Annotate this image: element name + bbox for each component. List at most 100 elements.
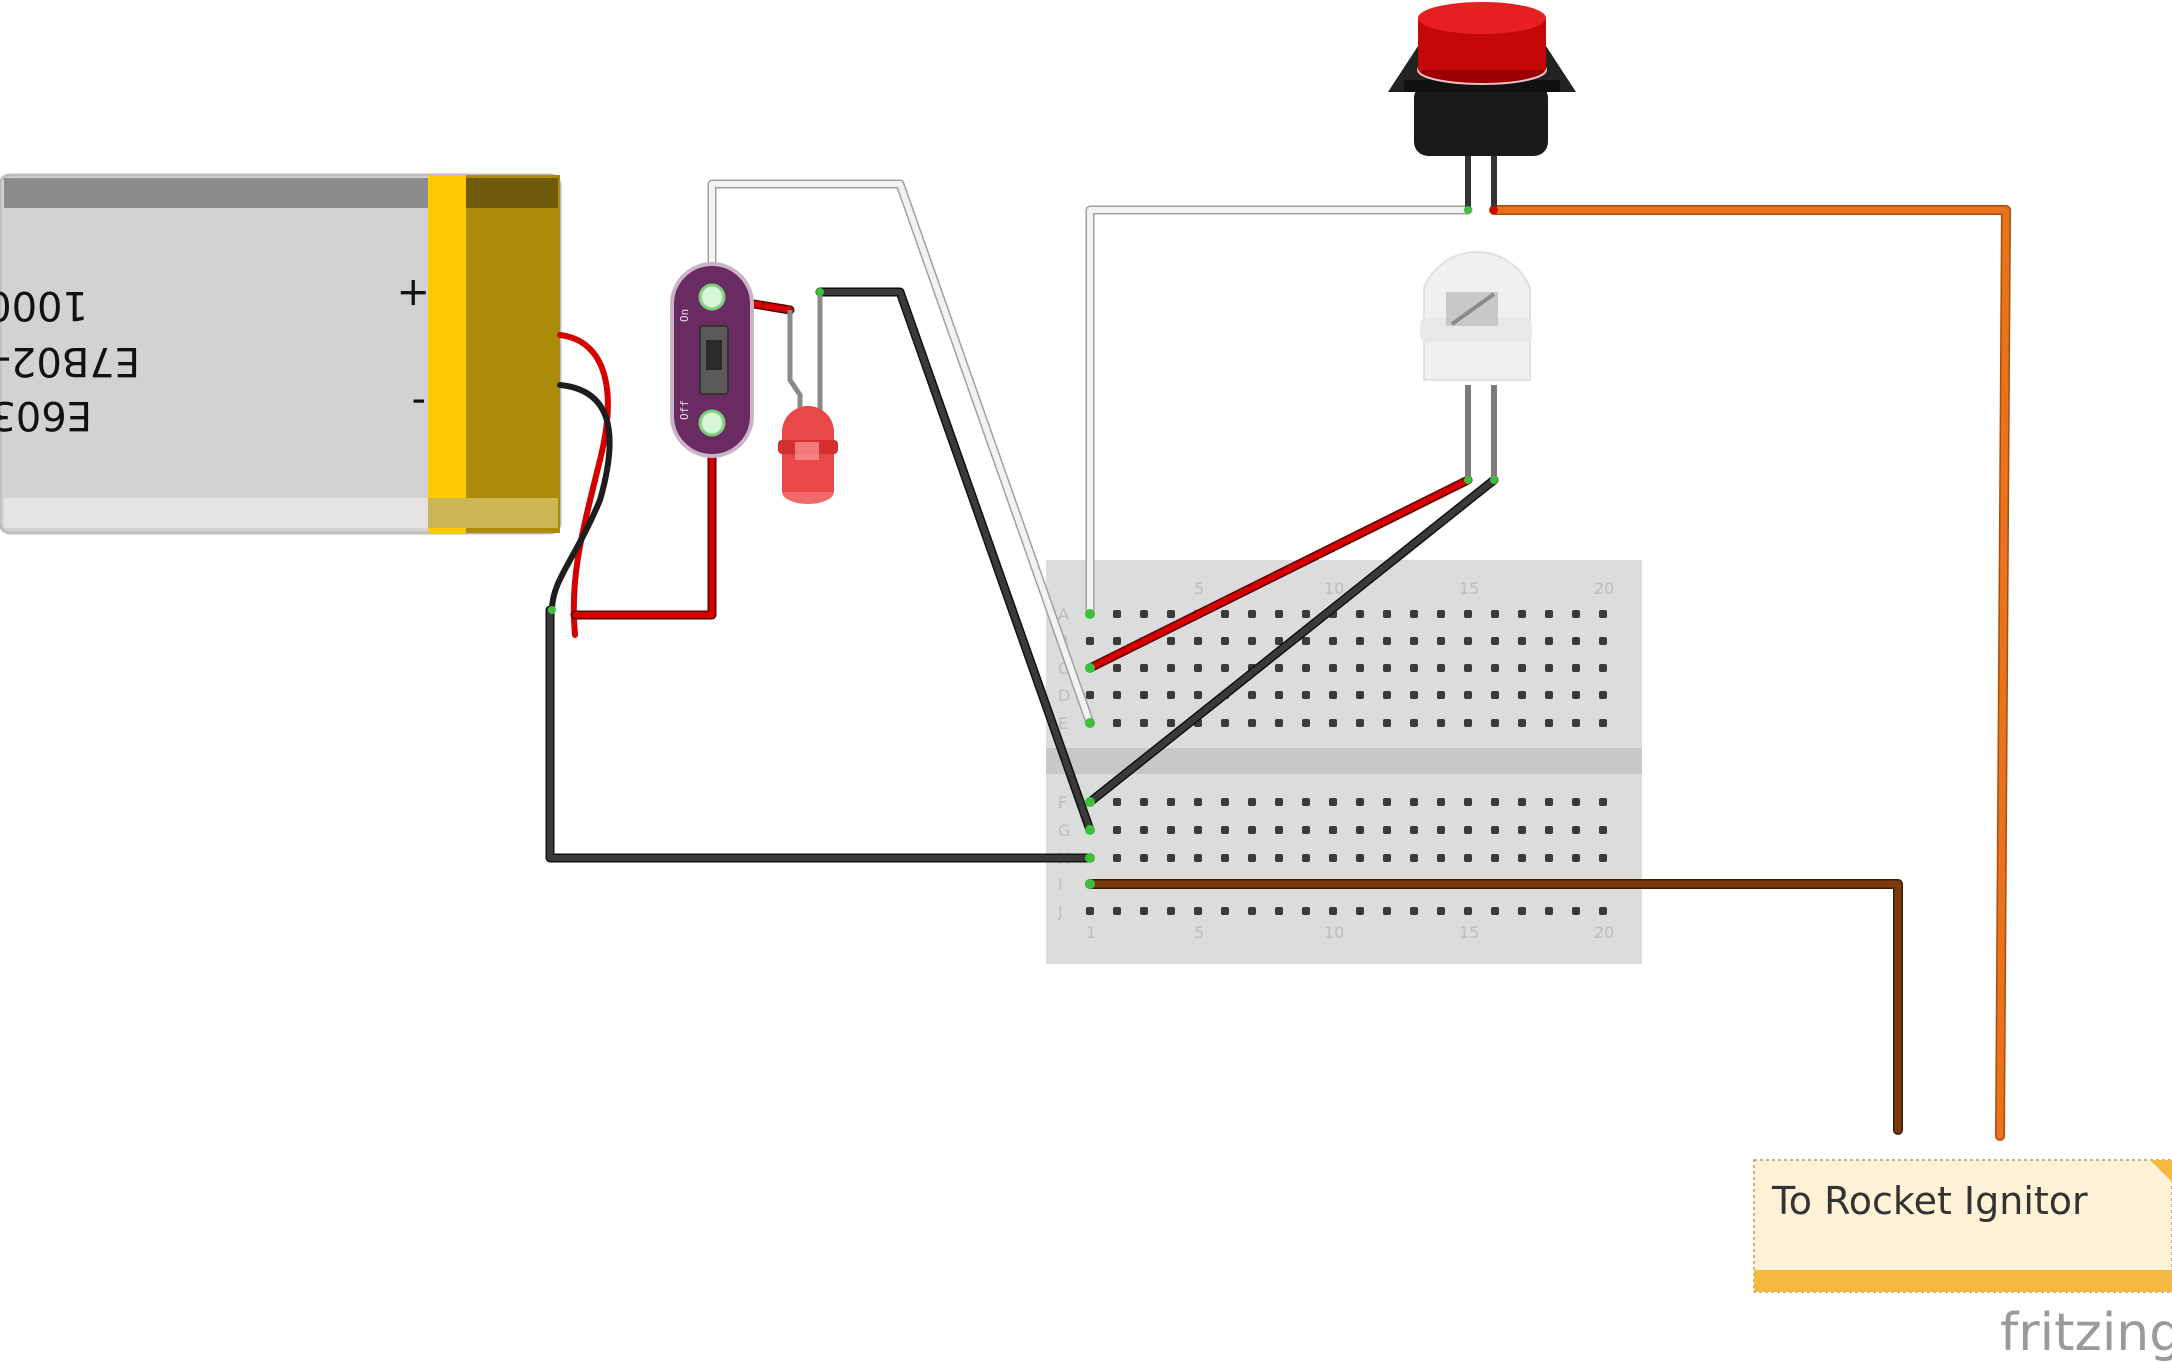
- breadboard-hole: [1329, 637, 1337, 645]
- breadboard-hole: [1410, 691, 1418, 699]
- breadboard-hole: [1545, 854, 1553, 862]
- breadboard-hole: [1464, 664, 1472, 672]
- breadboard-hole: [1302, 854, 1310, 862]
- wire-white-bb-to-button: [1085, 205, 1473, 619]
- col-label-bottom-15: 15: [1459, 923, 1479, 942]
- breadboard-hole: [1518, 798, 1526, 806]
- breadboard-hole: [1572, 719, 1580, 727]
- battery-red-lead: [557, 332, 611, 638]
- breadboard-hole: [1140, 610, 1148, 618]
- breadboard-hole: [1167, 610, 1175, 618]
- breadboard-hole: [1167, 854, 1175, 862]
- breadboard-hole: [1572, 907, 1580, 915]
- breadboard-hole: [1221, 664, 1229, 672]
- breadboard-hole: [1545, 798, 1553, 806]
- breadboard-hole: [1329, 664, 1337, 672]
- breadboard-hole: [1113, 907, 1121, 915]
- breadboard-hole: [1518, 826, 1526, 834]
- wire-endpoints: [548, 206, 1498, 889]
- breadboard-hole: [1599, 907, 1607, 915]
- breadboard-hole: [1113, 826, 1121, 834]
- breadboard-hole: [1383, 610, 1391, 618]
- col-label-bottom-1: 1: [1086, 923, 1096, 942]
- breadboard-hole: [1464, 719, 1472, 727]
- breadboard-hole: [1140, 691, 1148, 699]
- breadboard-hole: [1410, 907, 1418, 915]
- breadboard-hole: [1437, 637, 1445, 645]
- breadboard-hole: [1599, 610, 1607, 618]
- switch-pad-off: [698, 409, 726, 437]
- breadboard-hole: [1113, 637, 1121, 645]
- breadboard-hole: [1248, 854, 1256, 862]
- breadboard-hole: [1356, 798, 1364, 806]
- breadboard-hole: [1572, 826, 1580, 834]
- breadboard-hole: [1221, 854, 1229, 862]
- wires: [545, 179, 2011, 1141]
- breadboard-hole: [1329, 907, 1337, 915]
- breadboard-hole: [1194, 826, 1202, 834]
- white-led: [1420, 250, 1532, 480]
- push-button: [1388, 2, 1576, 210]
- breadboard-hole: [1221, 719, 1229, 727]
- breadboard-hole: [1599, 637, 1607, 645]
- breadboard-hole: [1275, 664, 1283, 672]
- breadboard-hole: [1194, 798, 1202, 806]
- breadboard-hole: [1113, 854, 1121, 862]
- breadboard-hole: [1275, 798, 1283, 806]
- breadboard-hole: [1437, 719, 1445, 727]
- breadboard-hole: [1410, 854, 1418, 862]
- breadboard-hole: [1599, 854, 1607, 862]
- breadboard-hole: [1167, 798, 1175, 806]
- breadboard-hole: [1302, 664, 1310, 672]
- breadboard-hole: [1437, 691, 1445, 699]
- breadboard-hole: [1140, 907, 1148, 915]
- breadboard-hole: [1167, 826, 1175, 834]
- slide-switch: On Off: [670, 262, 754, 458]
- breadboard-hole: [1113, 610, 1121, 618]
- breadboard-hole: [1248, 610, 1256, 618]
- breadboard-hole: [1086, 907, 1094, 915]
- breadboard-hole: [1248, 691, 1256, 699]
- breadboard-hole: [1518, 854, 1526, 862]
- breadboard-hole: [1356, 637, 1364, 645]
- breadboard-hole: [1383, 826, 1391, 834]
- breadboard-hole: [1599, 826, 1607, 834]
- breadboard-hole: [1329, 691, 1337, 699]
- breadboard-hole: [1167, 637, 1175, 645]
- breadboard-hole: [1437, 664, 1445, 672]
- breadboard-hole: [1194, 637, 1202, 645]
- row-label-f: F: [1058, 793, 1067, 812]
- breadboard-hole: [1599, 664, 1607, 672]
- breadboard-hole: [1140, 826, 1148, 834]
- breadboard-hole: [1545, 719, 1553, 727]
- red-led: [778, 292, 838, 504]
- row-label-a: A: [1058, 605, 1069, 624]
- breadboard-hole: [1545, 907, 1553, 915]
- breadboard-hole: [1410, 637, 1418, 645]
- col-label-top-10: 10: [1324, 579, 1344, 598]
- breadboard-hole: [1167, 907, 1175, 915]
- breadboard-hole: [1464, 826, 1472, 834]
- breadboard-hole: [1464, 854, 1472, 862]
- breadboard-hole: [1167, 664, 1175, 672]
- battery-label-2: E7B02-D60-1: [0, 338, 140, 384]
- breadboard-hole: [1545, 664, 1553, 672]
- breadboard-hole: [1221, 826, 1229, 834]
- wire-black-ground: [545, 605, 1095, 863]
- breadboard-hole: [1275, 826, 1283, 834]
- breadboard-hole: [1464, 691, 1472, 699]
- breadboard-hole: [1491, 719, 1499, 727]
- breadboard-hole: [1437, 826, 1445, 834]
- breadboard-hole: [1383, 719, 1391, 727]
- breadboard-hole: [1221, 637, 1229, 645]
- breadboard-hole: [1302, 610, 1310, 618]
- breadboard-hole: [1545, 691, 1553, 699]
- breadboard-hole: [1302, 826, 1310, 834]
- breadboard-hole: [1275, 907, 1283, 915]
- switch-on-label: On: [678, 309, 691, 322]
- breadboard-hole: [1599, 691, 1607, 699]
- col-label-bottom-20: 20: [1594, 923, 1614, 942]
- breadboard-hole: [1356, 610, 1364, 618]
